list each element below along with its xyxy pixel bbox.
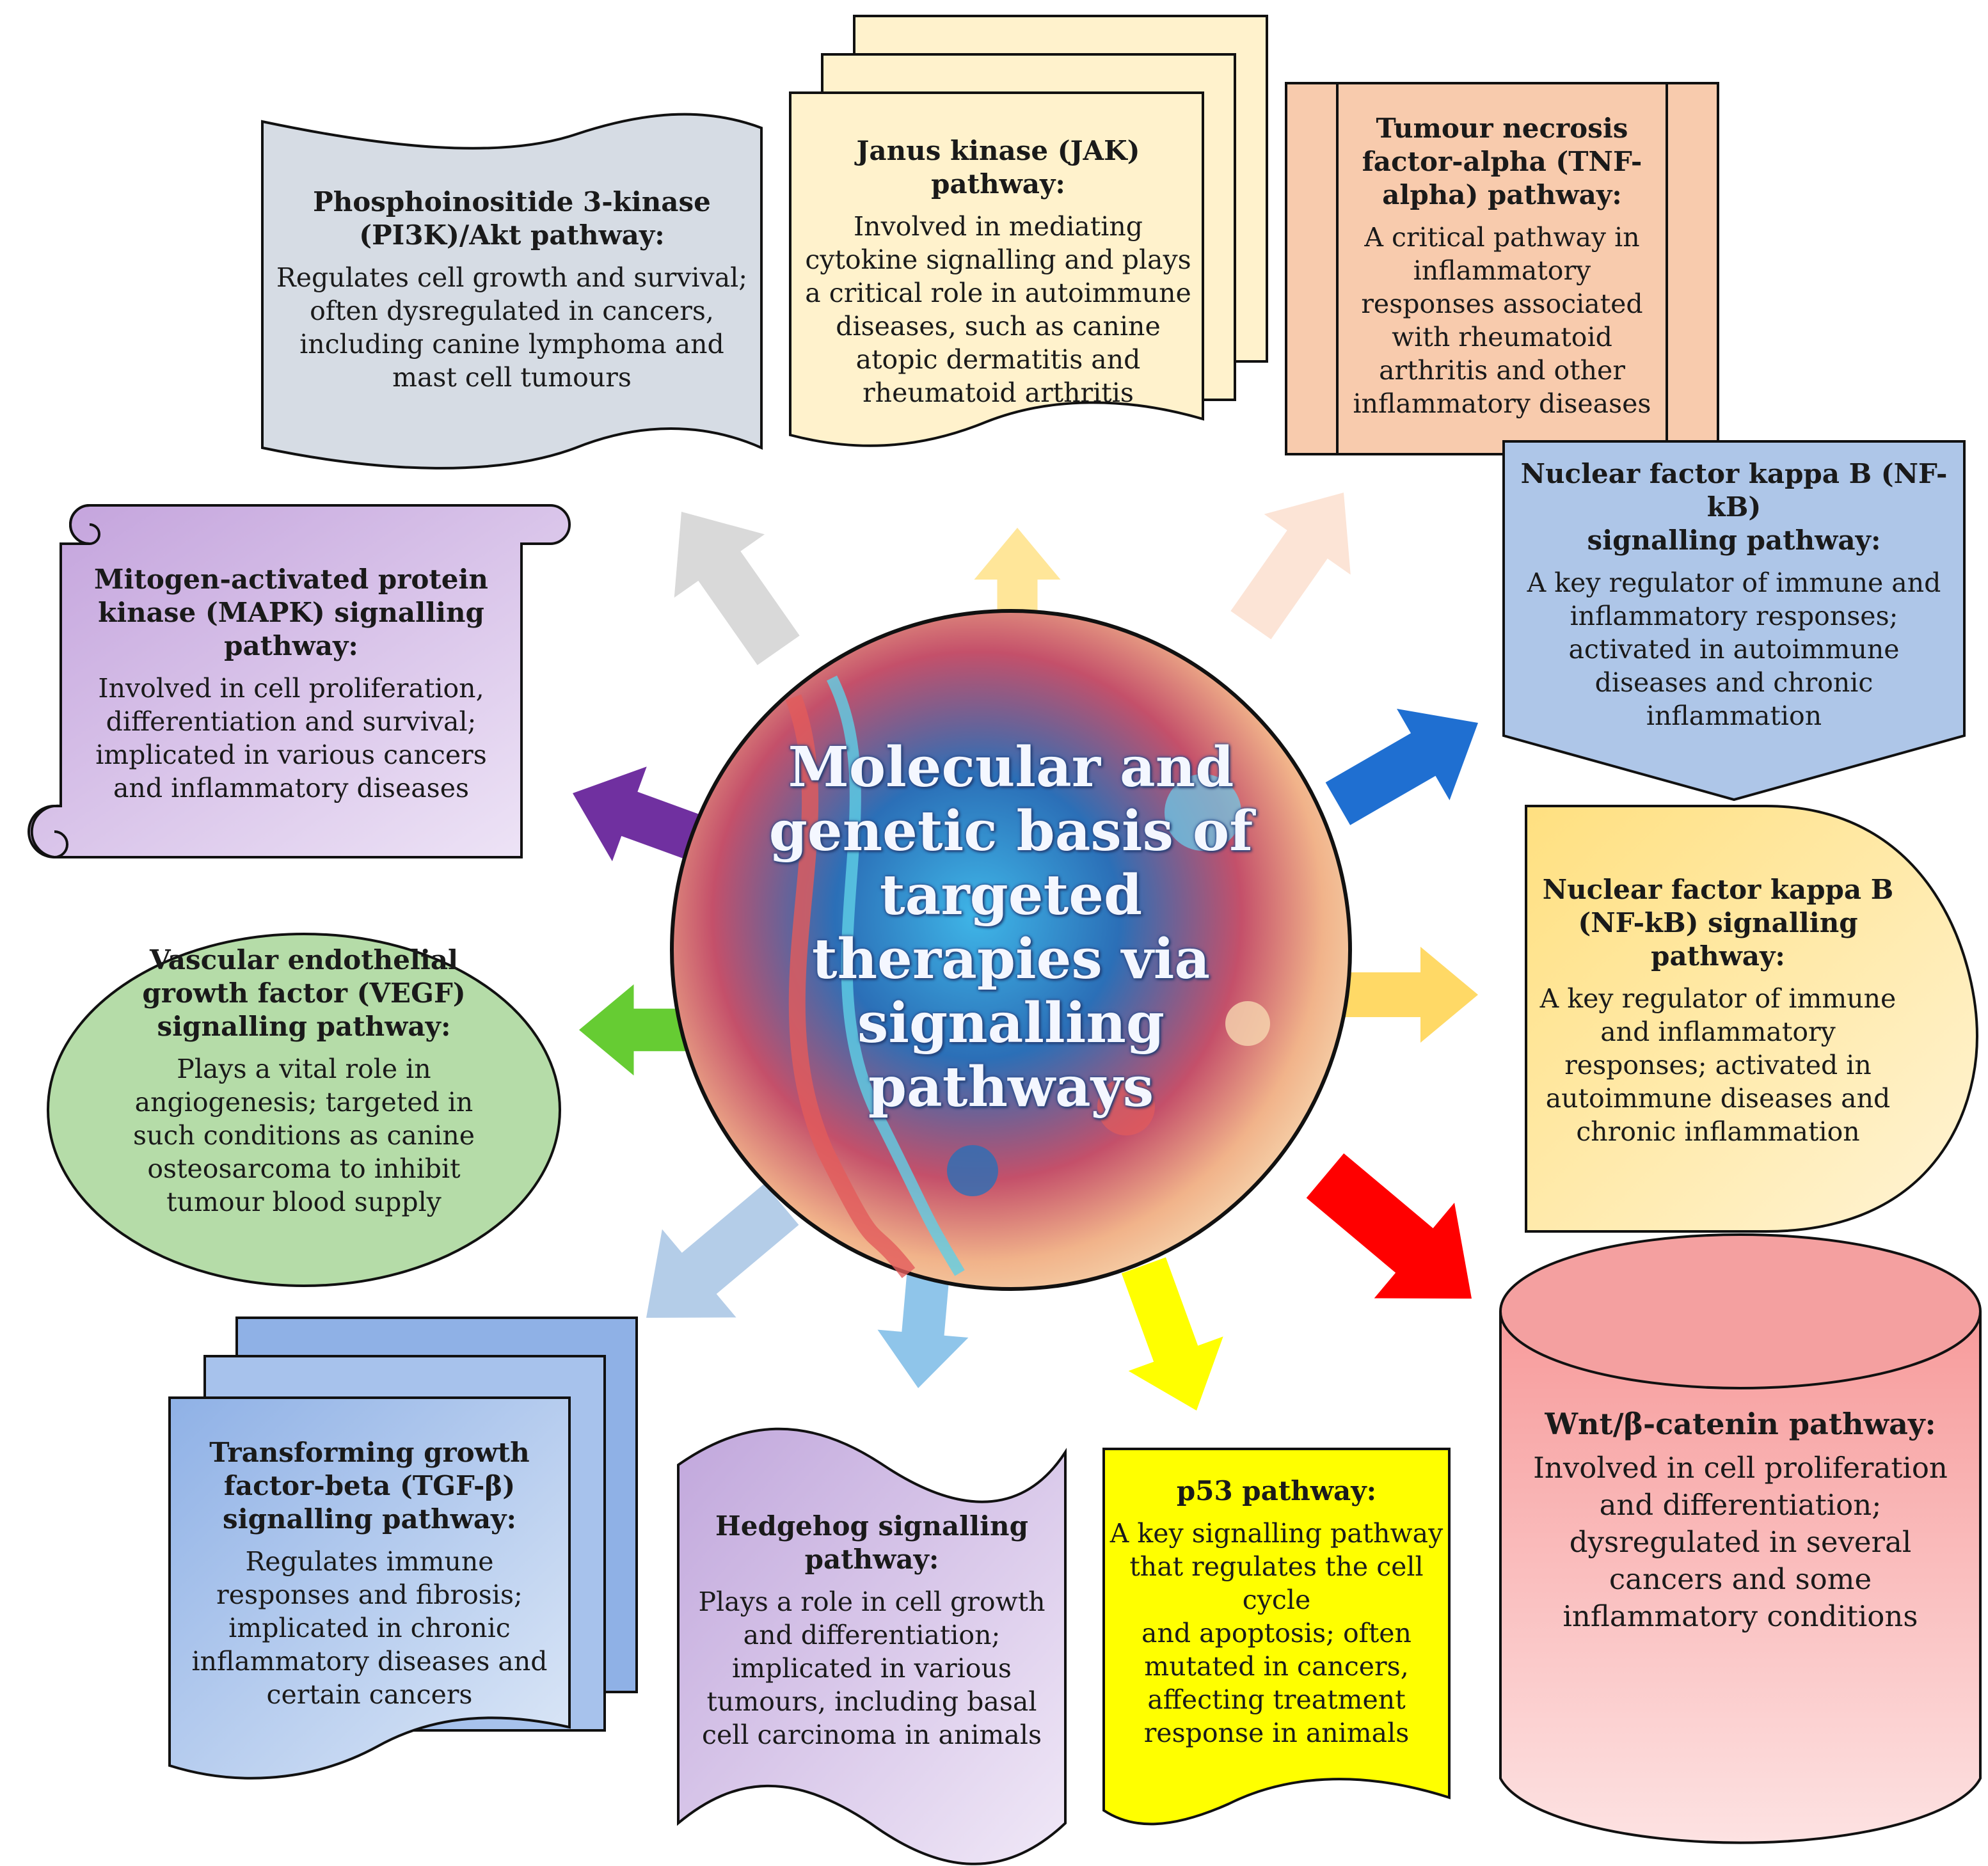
arrow-to-tgf (646, 1183, 799, 1318)
node-mapk-description: Involved in cell proliferation, differen… (95, 673, 487, 803)
arrow-to-tnf (1230, 493, 1351, 640)
center-title: Molecular and genetic basis of targeted … (768, 735, 1253, 1119)
arrow-to-jak (974, 528, 1061, 660)
pi3k-shape (261, 113, 763, 470)
node-pi3k: Phosphoinositide 3-kinase (PI3K)/Akt pat… (269, 186, 755, 394)
node-nfkb2-description: A key regulator of immune and inflammato… (1539, 983, 1897, 1147)
node-jak-title: Janus kinase (JAK) pathway: (856, 135, 1140, 200)
node-nfkb2-title: Nuclear factor kappa B (NF-kB) signallin… (1542, 874, 1894, 972)
node-nfkb2: Nuclear factor kappa B (NF-kB) signallin… (1526, 873, 1910, 1148)
node-nfkb1: Nuclear factor kappa B (NF-kB) signallin… (1504, 457, 1964, 732)
mapk-shape (28, 504, 571, 859)
node-tgf-description: Regulates immune responses and fibrosis;… (191, 1546, 548, 1710)
jak-shape (789, 15, 1268, 447)
arrow-to-pi3k (674, 512, 800, 665)
node-p53: p53 pathway: A key signalling pathway th… (1104, 1475, 1449, 1750)
arrow-to-p53 (1121, 1257, 1223, 1411)
node-nfkb1-description: A key regulator of immune and inflammato… (1527, 567, 1941, 731)
arrow-to-nfkb2 (1331, 947, 1478, 1043)
node-hedgehog-description: Plays a role in cell growth and differen… (698, 1586, 1046, 1750)
node-mapk: Mitogen-activated protein kinase (MAPK) … (61, 563, 521, 805)
vegf-shape (47, 933, 561, 1287)
node-p53-title: p53 pathway: (1176, 1475, 1377, 1506)
node-hedgehog-title: Hedgehog signalling pathway: (715, 1510, 1028, 1575)
node-pi3k-description: Regulates cell growth and survival; ofte… (276, 262, 748, 393)
node-nfkb1-title: Nuclear factor kappa B (NF-kB) signallin… (1520, 458, 1948, 556)
center-sphere (670, 609, 1352, 1291)
node-pi3k-title: Phosphoinositide 3-kinase (PI3K)/Akt pat… (313, 186, 711, 251)
tgf-shape (168, 1316, 638, 1780)
node-tnf: Tumour necrosis factor-alpha (TNF- alpha… (1337, 112, 1667, 420)
node-wnt-title: Wnt/β-catenin pathway: (1545, 1407, 1936, 1441)
node-mapk-title: Mitogen-activated protein kinase (MAPK) … (94, 564, 488, 661)
node-wnt: Wnt/β-catenin pathway: Involved in cell … (1500, 1407, 1980, 1635)
node-jak-description: Involved in mediating cytokine signallin… (805, 211, 1191, 408)
arrow-to-wnt (1306, 1153, 1472, 1299)
nfkb2-shape (1525, 805, 1979, 1233)
hedgehog-shape (677, 1427, 1067, 1865)
node-vegf-title: Vascular endothelial growth factor (VEGF… (142, 944, 466, 1042)
arrow-to-nfkb1 (1325, 709, 1478, 825)
node-hedgehog: Hedgehog signalling pathway: Plays a rol… (678, 1510, 1065, 1751)
wnt-shape (1499, 1233, 1982, 1844)
tnf-shape (1285, 82, 1719, 455)
node-tnf-description: A critical pathway in inflammatory respo… (1353, 222, 1651, 419)
arrow-to-vegf (579, 984, 719, 1076)
node-jak: Janus kinase (JAK) pathway: Involved in … (793, 134, 1203, 409)
node-tgf: Transforming growth factor-beta (TGF-β) … (170, 1436, 569, 1711)
arrows-group (573, 493, 1478, 1411)
p53-shape (1102, 1448, 1451, 1826)
node-vegf-description: Plays a vital role in angiogenesis; targ… (132, 1054, 475, 1217)
node-tgf-title: Transforming growth factor-beta (TGF-β) … (209, 1437, 530, 1535)
nfkb1-shape (1502, 440, 1966, 802)
node-p53-description: A key signalling pathway that regulates … (1109, 1518, 1443, 1748)
node-tnf-title: Tumour necrosis factor-alpha (TNF- alpha… (1362, 113, 1642, 210)
node-vegf: Vascular endothelial growth factor (VEGF… (77, 944, 531, 1219)
node-wnt-description: Involved in cell proliferation and diffe… (1533, 1451, 1948, 1633)
